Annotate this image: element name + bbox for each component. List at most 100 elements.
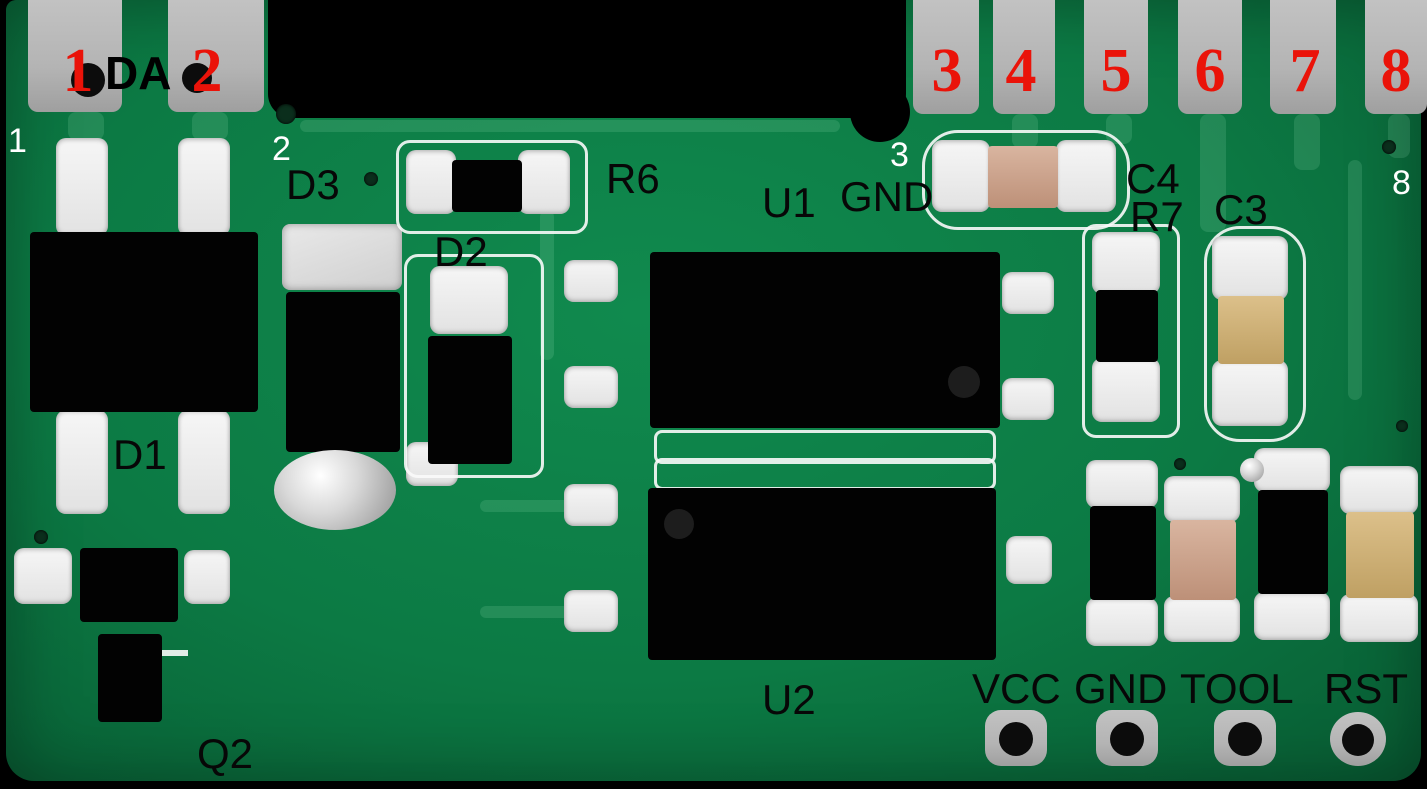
smd-body [1258, 490, 1328, 594]
pin-number-4: 4 [1005, 37, 1037, 105]
edge-pad-pin1 [28, 0, 122, 112]
copper-trace [192, 112, 228, 140]
via [1396, 420, 1408, 432]
solder-blob [1240, 458, 1264, 482]
board-edge-cutout [268, 0, 906, 118]
q2-body-b [98, 634, 162, 722]
pad-label-rst: RST [1324, 665, 1408, 712]
silkscreen-outline [396, 140, 588, 234]
capacitor-body [1170, 520, 1236, 600]
solder-pad [1164, 596, 1240, 642]
via [276, 104, 296, 124]
solder-pad [518, 150, 570, 214]
via [1382, 140, 1396, 154]
vcc-hole [999, 722, 1033, 756]
solder-pad [1254, 592, 1330, 640]
solder-pad [1092, 358, 1160, 422]
copper-trace [1200, 114, 1226, 232]
solder-pad [1092, 232, 1160, 294]
u1-pin1-dot [948, 366, 980, 398]
solder-pad [1340, 594, 1418, 642]
silkscreen-outline [404, 254, 544, 478]
rst-hole [1342, 724, 1374, 756]
r6-body [452, 160, 522, 212]
pin2-hole [182, 63, 212, 93]
silkscreen-outline [922, 130, 1130, 230]
component-label-u2: U2 [762, 676, 816, 723]
component-label-r7: R7 [1130, 193, 1184, 240]
edge-pad-pin5 [1084, 0, 1148, 114]
pin-number-3: 3 [931, 37, 963, 105]
solder-pad [1002, 378, 1054, 420]
solder-pad [1002, 272, 1054, 314]
copper-trace [480, 500, 570, 512]
via [1174, 458, 1186, 470]
via [364, 172, 378, 186]
component-label-c3: C3 [1214, 186, 1268, 233]
solder-pad [1086, 460, 1158, 508]
pin-number-2: 2 [191, 37, 223, 105]
solder-pad [564, 366, 618, 408]
c4-body [988, 146, 1058, 208]
d1-body [30, 232, 258, 412]
solder-pad [56, 410, 108, 514]
copper-trace [1294, 114, 1320, 170]
d3-body [286, 292, 400, 452]
silkscreen-mark [162, 650, 188, 656]
pad-label-vcc: VCC [972, 665, 1061, 712]
copper-trace [300, 120, 840, 132]
solder-pad [564, 590, 618, 632]
solder-pad [1086, 598, 1158, 646]
da-label: DA [105, 47, 172, 99]
solder-pad [178, 138, 230, 236]
silk-number-3: 3 [890, 136, 909, 174]
silkscreen-outline [1082, 224, 1180, 438]
pin-number-1: 1 [62, 37, 94, 105]
solder-pad [1056, 140, 1116, 212]
component-label-u1-gnd: GND [840, 173, 934, 220]
board-edge-notch [850, 82, 910, 142]
r7-body [1096, 290, 1158, 362]
edge-pad-pin2 [168, 0, 264, 112]
capacitor-body [1346, 512, 1414, 598]
solder-pad [564, 260, 618, 302]
silk-number-1: 1 [8, 122, 27, 160]
u1-body [650, 252, 1000, 428]
smd-body [1090, 506, 1156, 600]
pin-number-8: 8 [1380, 37, 1412, 105]
solder-pad [1006, 536, 1052, 584]
solder-pad [178, 410, 230, 514]
solder-pad [430, 266, 508, 334]
solder-blob [274, 450, 396, 530]
q2-body-a [80, 548, 178, 622]
solder-pad [14, 548, 72, 604]
pin-number-7: 7 [1289, 37, 1321, 105]
edge-pad-pin3 [913, 0, 979, 114]
silkscreen-outline [654, 430, 996, 464]
copper-trace [480, 606, 570, 618]
silk-number-2: 2 [272, 130, 291, 168]
pin1-hole [71, 63, 105, 97]
solder-pad [1340, 466, 1418, 514]
edge-pad-pin8 [1365, 0, 1427, 114]
d2-body [428, 336, 512, 464]
solder-pad [1212, 360, 1288, 426]
solder-pad [1164, 476, 1240, 522]
edge-pad-pin4 [993, 0, 1055, 114]
u2-pin1-dot [664, 509, 694, 539]
pin-number-5: 5 [1100, 37, 1132, 105]
pad-label-gnd: GND [1074, 665, 1168, 712]
copper-trace [1348, 160, 1362, 400]
tool-hole [1228, 722, 1262, 756]
solder-pad [1254, 448, 1330, 492]
pad-label-tool: TOOL [1180, 665, 1294, 712]
component-label-q2: Q2 [197, 730, 254, 777]
silk-number-8: 8 [1392, 164, 1411, 202]
component-label-d2: D2 [434, 228, 488, 275]
pin-number-6: 6 [1194, 37, 1226, 105]
component-label-d3: D3 [286, 161, 340, 208]
component-label-u1: U1 [762, 179, 816, 226]
copper-trace [68, 112, 104, 140]
u2-body [648, 488, 996, 660]
